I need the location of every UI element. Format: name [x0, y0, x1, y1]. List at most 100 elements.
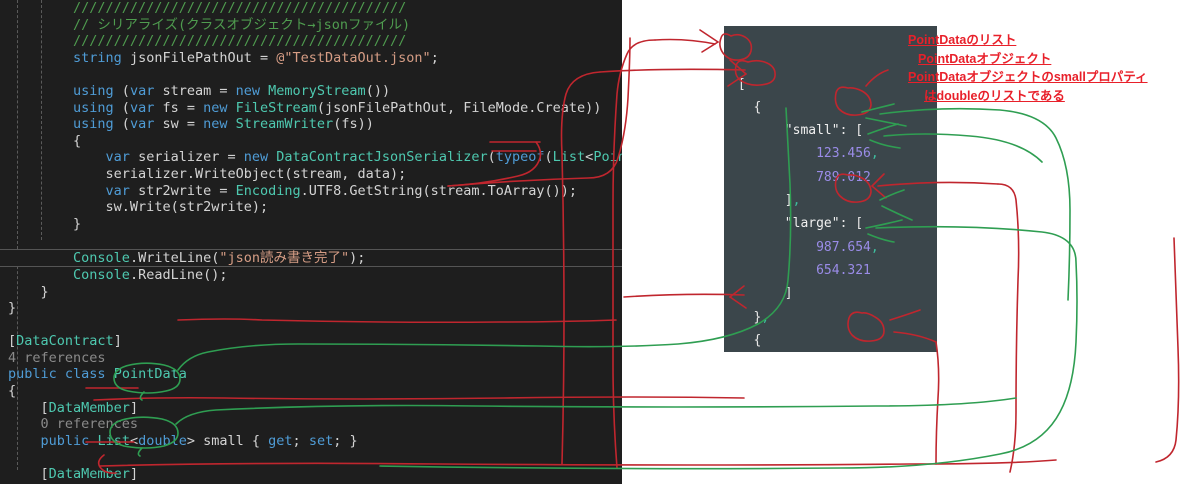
json-token: [: [737, 76, 746, 92]
code-line[interactable]: [DataMember]: [0, 466, 622, 483]
code-token: FileStream: [235, 99, 317, 116]
code-token: }: [73, 215, 82, 232]
code-line[interactable]: [0, 232, 622, 249]
code-line[interactable]: [DataContract]: [0, 333, 622, 350]
code-indent: [8, 267, 73, 283]
code-line[interactable]: }: [0, 300, 622, 317]
json-line[interactable]: {: [724, 329, 937, 352]
json-line[interactable]: "small": [: [724, 119, 937, 142]
code-token: 4 references: [8, 349, 106, 366]
code-indent: [8, 433, 41, 449]
code-line[interactable]: {: [0, 383, 622, 400]
code-token: serializer =: [129, 149, 244, 166]
code-token: (: [113, 82, 130, 99]
json-line[interactable]: 789.012: [724, 166, 937, 189]
code-indent: [8, 33, 73, 49]
code-token: stream =: [154, 82, 236, 99]
code-line[interactable]: [0, 449, 622, 466]
code-indent: [8, 0, 73, 16]
code-line[interactable]: 0 references: [0, 416, 622, 433]
code-token: [57, 366, 65, 382]
code-line[interactable]: }: [0, 284, 622, 301]
code-line[interactable]: sw.Write(str2write);: [0, 199, 622, 216]
code-token: .WriteLine(: [129, 249, 220, 266]
code-line[interactable]: 0 references: [0, 483, 622, 484]
code-token: new: [203, 99, 228, 116]
code-token: [260, 83, 268, 99]
code-line[interactable]: var serializer = new DataContractJsonSer…: [0, 149, 622, 166]
code-token: DataMember: [48, 466, 130, 483]
code-indent: [8, 183, 106, 199]
code-indent: [8, 216, 73, 232]
code-token: =: [259, 49, 277, 66]
code-token: [: [40, 466, 49, 483]
annotation-text-block: PointDataのリスト PointDataオブジェクト PointDataオ…: [900, 31, 1200, 105]
code-indent: [8, 166, 106, 182]
code-line[interactable]: 4 references: [0, 350, 622, 367]
code-token: ////////////////////////////////////////…: [73, 0, 407, 16]
json-line[interactable]: 987.654,: [724, 236, 937, 259]
red-bottom-curve: [1155, 237, 1180, 463]
json-token: [: [855, 216, 864, 232]
code-line[interactable]: ////////////////////////////////////////…: [0, 33, 622, 50]
code-token: str2write =: [129, 182, 236, 199]
code-line-list: ////////////////////////////////////////…: [0, 0, 622, 484]
code-line[interactable]: using (var stream = new MemoryStream()): [0, 83, 622, 100]
json-indent: [730, 77, 738, 92]
code-token: Console: [73, 266, 130, 283]
code-token: sw =: [154, 116, 204, 133]
code-token: [106, 366, 114, 382]
red-arrow-head-1b: [701, 41, 719, 53]
json-line[interactable]: },: [724, 306, 937, 329]
code-token: var: [105, 149, 130, 166]
json-token: ,: [792, 193, 801, 209]
code-token: new: [243, 149, 269, 166]
indent-guide-level-2: [41, 0, 42, 240]
code-editor-panel[interactable]: ////////////////////////////////////////…: [0, 0, 622, 484]
code-token: ]: [113, 333, 122, 350]
code-indent: [8, 83, 73, 99]
code-token: }: [8, 300, 17, 317]
code-token: string: [73, 49, 122, 66]
code-line[interactable]: [0, 66, 622, 83]
code-line[interactable]: using (var fs = new FileStream(jsonFileP…: [0, 100, 622, 117]
code-token: var: [129, 116, 155, 133]
code-token: var: [105, 182, 130, 199]
code-token: (jsonFilePathOut, FileMode.Create)): [316, 99, 602, 116]
code-token: (: [113, 99, 130, 116]
code-token: PointData: [113, 366, 187, 383]
code-line[interactable]: var str2write = Encoding.UTF8.GetString(…: [0, 183, 622, 200]
json-line[interactable]: 654.321: [724, 259, 937, 282]
code-line[interactable]: serializer.WriteObject(stream, data);: [0, 166, 622, 183]
code-line[interactable]: Console.WriteLine("json読み書き完了");: [0, 248, 622, 267]
code-line[interactable]: [DataMember]: [0, 400, 622, 417]
code-indent: [8, 100, 73, 116]
code-line[interactable]: string jsonFilePathOut = @"TestDataOut.j…: [0, 50, 622, 67]
code-line[interactable]: // シリアライズ(クラスオブジェクト→jsonファイル): [0, 17, 622, 34]
code-token: ; }: [333, 432, 358, 449]
red-arrow-head-1a: [699, 29, 719, 43]
code-token: > small {: [186, 432, 269, 449]
code-token: {: [73, 132, 82, 149]
code-token: [228, 116, 236, 132]
code-token: "json読み書き完了": [219, 249, 350, 266]
code-line[interactable]: public List<double> small { get; set; }: [0, 433, 622, 450]
code-line[interactable]: [0, 317, 622, 334]
code-token: (fs)): [333, 116, 374, 133]
annotation-line-3: PointDataオブジェクトのsmallプロパティ: [908, 70, 1148, 84]
json-line[interactable]: ]: [724, 282, 937, 305]
indent-guide-level-1: [17, 0, 18, 470]
code-line[interactable]: {: [0, 133, 622, 150]
code-token: @"TestDataOut.json": [276, 49, 431, 66]
json-line[interactable]: "large": [: [724, 212, 937, 235]
code-token: MemoryStream: [268, 82, 366, 99]
code-indent: [8, 232, 73, 248]
code-line[interactable]: public class PointData: [0, 366, 622, 383]
code-token: 0 references: [40, 416, 139, 433]
json-line[interactable]: 123.456,: [724, 142, 937, 165]
code-line[interactable]: }: [0, 216, 622, 233]
code-line[interactable]: Console.ReadLine();: [0, 267, 622, 284]
code-line[interactable]: using (var sw = new StreamWriter(fs)): [0, 116, 622, 133]
code-line[interactable]: ////////////////////////////////////////…: [0, 0, 622, 17]
json-line[interactable]: ],: [724, 189, 937, 212]
